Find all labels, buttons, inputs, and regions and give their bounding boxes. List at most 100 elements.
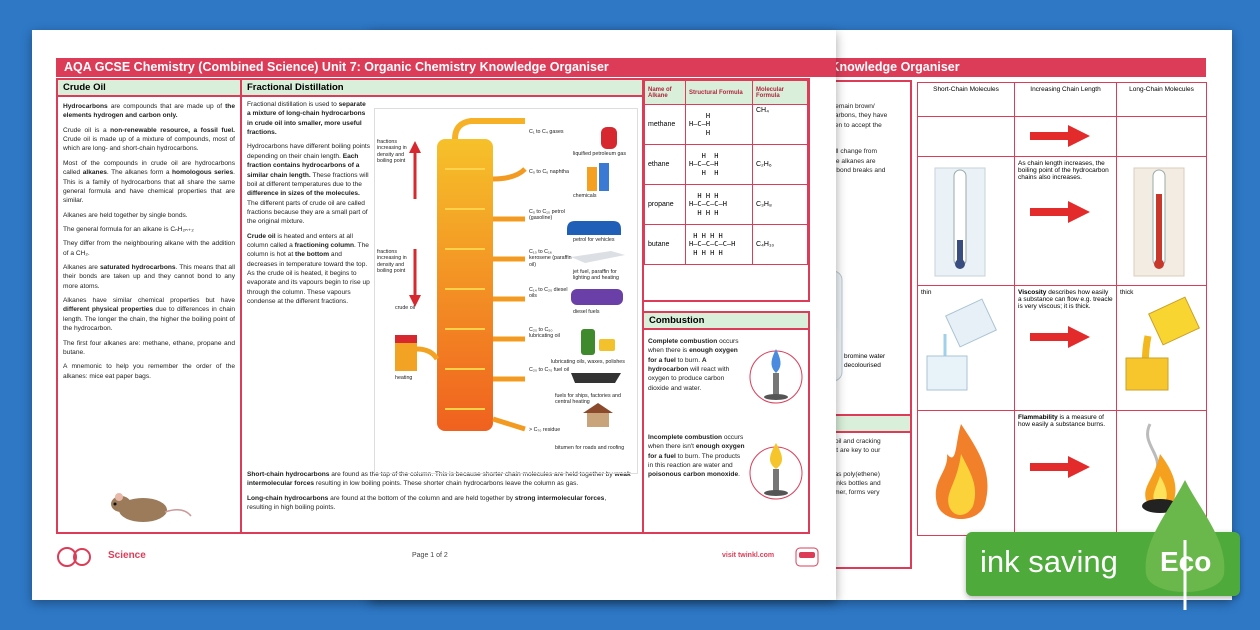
thick-liquid-pour-icon [1125, 296, 1200, 391]
text-run: to burn. [675, 356, 702, 364]
col-header: Long-Chain Molecules [1116, 82, 1207, 117]
text-run: The different parts of crude oil are cal… [247, 199, 368, 226]
fragment: s, drinks bottles and [822, 480, 881, 488]
fraction-label: C₁₄ to C₂₀ diesel oils [529, 287, 568, 300]
cell [1116, 116, 1207, 157]
page-two-title-bar: y Knowledge Organiser [820, 58, 1206, 77]
text-run: Alkanes are [63, 264, 100, 272]
bromine-label: bromine water decolourised [844, 353, 886, 370]
viscosity-text: describes how easily a substance can flo… [1018, 289, 1113, 310]
col-header: Structural Formula [685, 80, 753, 105]
paragraph: They differ from the neighbouring alkane… [63, 240, 235, 257]
page-two-bottom-text: ude oil and cracking s that are key to o… [822, 437, 881, 498]
text-run: Crude oil [247, 232, 276, 240]
arrow-right-icon [1030, 326, 1090, 348]
fractional-left-text: Fractional distillation is used to separ… [247, 100, 371, 312]
col-header: Molecular Formula [752, 80, 808, 105]
fire-icon [935, 424, 988, 519]
eco-leaf-icon [1145, 480, 1225, 610]
text-run: Incomplete combustion [648, 434, 723, 441]
fractional-bottom-text: Short-chain hydrocarbons are found as th… [247, 470, 632, 517]
ink-saving-label: ink saving [980, 544, 1118, 579]
mouse-illustration [111, 493, 192, 522]
viscosity-term: Viscosity [1018, 289, 1047, 296]
cell [917, 156, 1015, 286]
text-run: . The column is hot at [247, 242, 369, 259]
fractional-distillation-box: Fractional Distillation Fractional disti… [240, 78, 644, 534]
text-run: enough oxygen for a fuel [648, 443, 745, 460]
paragraph: Alkanes are held together by single bond… [63, 211, 188, 219]
text-run: Hydrocarbons [63, 103, 108, 110]
text-run: Long-chain hydrocarbons [247, 494, 329, 502]
text-run: Crude oil is made up of a mixture of com… [63, 136, 235, 153]
page-one: AQA GCSE Chemistry (Combined Science) Un… [32, 30, 836, 600]
fractionating-column [395, 118, 625, 432]
text-run: will react with oxygen to produce carbon… [648, 366, 730, 392]
thin-label: thin [921, 289, 932, 296]
use-label: diesel fuels [573, 309, 600, 315]
text-run: Most of the compounds in crude oil are h… [63, 159, 235, 177]
footer-brand: Science [108, 550, 146, 561]
boiling-point-text: As chain length increases, the boiling p… [1018, 160, 1109, 181]
fragment: will remain brown/ [822, 103, 875, 110]
cell: Viscosity describes how easily a substan… [1014, 285, 1117, 411]
col-header: Short-Chain Molecules [917, 82, 1015, 117]
fragment: e, will change from [822, 148, 877, 156]
flammability-text: is a measure of how easily a substance b… [1018, 414, 1106, 428]
yellow-flame-burner-icon [749, 443, 803, 500]
alkane-name: ethane [644, 144, 686, 185]
page-one-title: AQA GCSE Chemistry (Combined Science) Un… [64, 60, 609, 74]
cell: Flammability is a measure of how easily … [1014, 410, 1117, 536]
fragment: uble bond breaks and [822, 167, 886, 175]
fragment: polymer, forms very [822, 489, 880, 497]
science-logo-icon [57, 547, 91, 567]
text-run: . This is a family of hydrocarbons that … [63, 169, 235, 205]
cell: thick [1116, 285, 1207, 411]
text-run: strong intermolecular forces [514, 494, 605, 502]
paragraph: The first four alkanes are: methane, eth… [63, 339, 235, 356]
alkane-table: Name of Alkane Structural Formula Molecu… [644, 80, 808, 265]
use-label: chemicals [573, 193, 597, 199]
heating-label: heating [395, 375, 413, 381]
text-run: weak intermolecular forces [247, 471, 631, 488]
molecular-formula: C₃H₈ [752, 184, 808, 225]
text-run: . [738, 471, 740, 479]
use-icons [567, 127, 625, 427]
fraction-label: > C₇₀ residue [529, 427, 561, 433]
structural-formula: H H H H H—C—C—C—C—H H H H H [685, 224, 753, 265]
use-label: petrol for vehicles [573, 237, 615, 243]
use-label: jet fuel, paraffin for lighting and heat… [573, 269, 619, 282]
text-run: the bottom [295, 251, 330, 259]
fragment: ude oil and cracking [822, 438, 881, 445]
text-run: non-renewable resource, a fossil fuel. [110, 126, 235, 134]
fraction-label: C₁ to C₄ gases [529, 129, 564, 135]
crude-oil-box: Crude Oil Hydrocarbons are compounds tha… [56, 78, 242, 534]
page-one-title-bar: AQA GCSE Chemistry (Combined Science) Un… [56, 58, 836, 77]
cell [917, 410, 1015, 536]
cell [1116, 156, 1207, 286]
text-run: separate a mixture of long-chain hydroca… [247, 101, 366, 137]
incomplete-combustion-text: Incomplete combustion occurs when there … [648, 433, 746, 480]
text-run: poisonous carbon monoxide [648, 471, 739, 479]
general-formula: CₙH₂ₙ₊₂ [170, 225, 194, 233]
text-run: and decreases in temperature toward the … [247, 251, 370, 306]
fraction-label: C₁₀ to C₁₆ kerosene (paraffin oil) [529, 249, 572, 268]
blue-flame-burner-icon [749, 349, 803, 404]
text-run: to burn. The products in this reaction a… [648, 452, 741, 470]
crude-oil-text: Hydrocarbons are compounds that are made… [58, 97, 240, 391]
alkane-name: butane [644, 224, 686, 265]
fraction-label: C₅ to C₁₀ petrol (gasoline) [529, 209, 565, 222]
fragment: uch as poly(ethene) [822, 470, 880, 478]
page-one-footer: Science Page 1 of 2 visit twinkl.com [56, 546, 828, 570]
fractional-distillation-heading: Fractional Distillation [242, 80, 642, 97]
text-run: different physical properties [63, 306, 153, 314]
crude-oil-label: crude oil [395, 305, 416, 311]
text-run: Each fraction contains hydrocarbons of a… [247, 152, 360, 179]
alkane-table-box: Name of Alkane Structural Formula Molecu… [642, 78, 810, 302]
arrow-right-icon [1030, 201, 1090, 223]
use-label: lubricating oils, waxes, polishes [551, 359, 625, 365]
thermometer-low-icon [934, 167, 986, 277]
fraction-label: C₂₀ to C₅₀ lubricating oil [529, 327, 560, 340]
text-run: occurs when there isn't [648, 434, 744, 451]
left-label-mid: fractions increasing in density and boil… [377, 249, 407, 275]
